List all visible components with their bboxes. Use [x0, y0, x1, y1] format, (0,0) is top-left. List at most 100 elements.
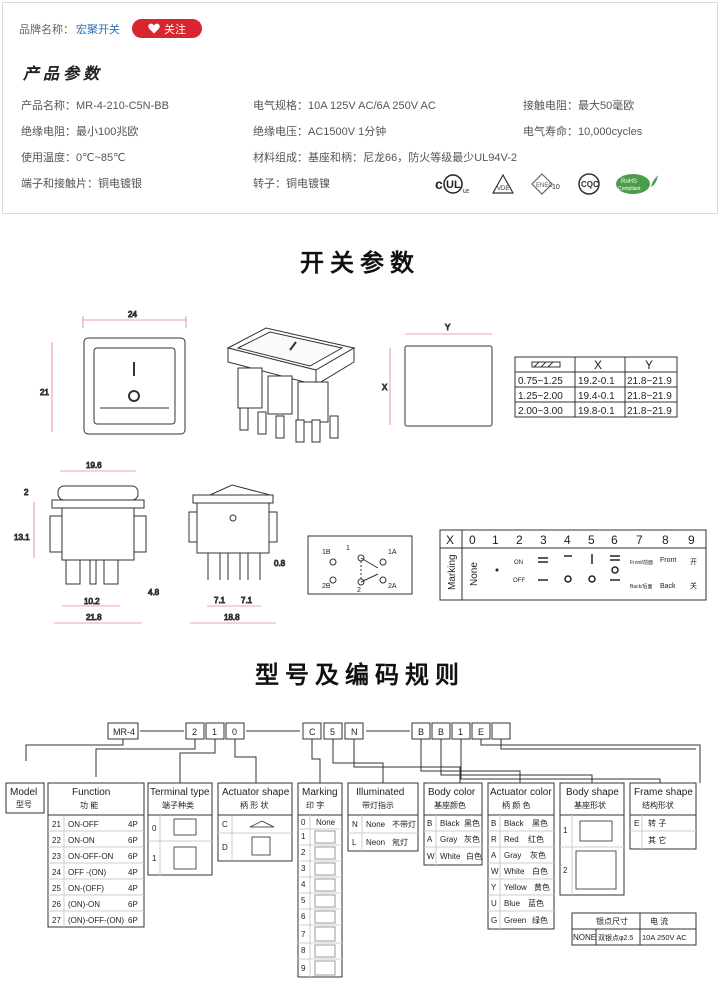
code-box: E: [478, 727, 484, 737]
body-color-code: A: [427, 835, 433, 844]
svg-text:Compliant: Compliant: [618, 186, 641, 192]
illuminated-cn: 带灯指示: [362, 800, 394, 810]
dim-7-1b: 7.1: [241, 596, 253, 605]
marking-code: 6: [301, 912, 306, 921]
function-cn: 功 能: [80, 800, 98, 810]
dim-2: 2: [24, 488, 29, 497]
marking-code: 4: [301, 880, 306, 889]
svg-text:ENEC: ENEC: [536, 183, 553, 189]
marking-col: 6: [611, 533, 618, 547]
body-color-name: Gray: [440, 835, 457, 844]
pin-2b: 2B: [322, 583, 331, 590]
illuminated-code: L: [352, 838, 357, 847]
marking-front: Front: [660, 557, 676, 564]
terminal-0-icon: [173, 818, 197, 836]
marking-off: OFF: [513, 578, 525, 584]
contact-table: 银点尺寸 电 流 NONE 双银点φ2.5 10A 250V AC: [571, 912, 697, 946]
terminal-code: 1: [152, 854, 157, 863]
function-poles: 6P: [128, 900, 138, 909]
actuator-color-cn-name: 黑色: [532, 818, 548, 828]
actuator-shape-code: C: [222, 820, 228, 829]
code-box: B: [438, 727, 444, 737]
actuator-color-cn-name: 蓝色: [528, 898, 544, 908]
function-code: 22: [52, 836, 61, 845]
brand-row: 品牌名称： 宏聚开关 关注: [19, 19, 202, 38]
function-name: ON-OFF: [68, 820, 99, 829]
dim-Y: Y: [445, 323, 451, 332]
dim-4-8: 4.8: [148, 588, 160, 597]
function-code: 26: [52, 900, 61, 909]
marking-code: 2: [301, 848, 306, 857]
panel-cutout: Y X: [382, 323, 493, 427]
illuminated-title: Illuminated: [356, 787, 404, 798]
function-poles: 4P: [128, 884, 138, 893]
marking-code: 7: [301, 930, 306, 939]
code-box: MR-4: [113, 727, 135, 737]
function-code: 23: [52, 852, 61, 861]
actuator-color-code: U: [491, 899, 497, 908]
actuator-color-cn-name: 白色: [532, 866, 548, 876]
marking-back-cn: Back/后面: [630, 583, 653, 590]
body-color-title: Body color: [428, 787, 476, 798]
marking-none: None: [469, 562, 480, 586]
code-box: 5: [330, 727, 335, 737]
actuator-color-title: Actuator color: [490, 787, 552, 798]
marking-table: X 0 1 2 3 4 5 6 7 8 9 Marking None ON OF…: [439, 529, 707, 601]
table-cell: 21.8~21.9: [627, 406, 672, 417]
marking-title: Marking: [302, 787, 338, 798]
illuminated-cn-name: 氖灯: [392, 837, 408, 847]
technical-drawing: 24 21 Y X: [14, 310, 707, 624]
follow-button[interactable]: 关注: [132, 19, 202, 38]
svg-text:us: us: [463, 188, 469, 195]
function-poles: 6P: [128, 916, 138, 925]
terminal-code: 0: [152, 824, 157, 833]
param-temperature: 使用温度：0℃~85℃: [21, 152, 126, 164]
terminal-title: Terminal type: [150, 787, 210, 798]
pin-2a: 2A: [388, 583, 397, 590]
marking-code: 9: [301, 964, 306, 973]
side-view: 19.6 2 13.1 4.8 10.2 21.8: [14, 461, 160, 624]
function-poles: 6P: [128, 836, 138, 845]
actuator-color-cn-name: 灰色: [530, 850, 546, 860]
brand-link[interactable]: 宏聚开关: [76, 23, 120, 36]
brand-label: 品牌名称：: [19, 23, 74, 36]
rohs-cert-icon: RoHS Compliant: [616, 174, 658, 194]
actuator-color-code: G: [491, 916, 497, 925]
dim-18-8: 18.8: [224, 613, 240, 622]
table-cell: 19.4-0.1: [578, 391, 615, 402]
body-shape-title: Body shape: [566, 787, 619, 798]
table-cell: 21.8~21.9: [627, 391, 672, 402]
function-name: (ON)-OFF-(ON): [68, 916, 124, 925]
function-code: 27: [52, 916, 61, 925]
body-shape-column: Body shape 基座形状 1 2: [559, 782, 625, 896]
contact-cell-2: 双银点φ2.5: [598, 933, 633, 942]
actuator-shape-cn: 柄 形 状: [240, 800, 268, 810]
svg-text:c: c: [435, 176, 443, 192]
param-electrical-life: 电气寿命：10,000cycles: [523, 126, 643, 138]
circuit-diagram: 1B 1 1A 2B 2 2A: [307, 535, 413, 595]
marking-none-label: None: [316, 818, 336, 827]
dim-X: X: [382, 383, 388, 392]
body-color-cn-name: 黑色: [464, 818, 480, 828]
actuator-color-code: R: [491, 835, 497, 844]
body-color-name: Black: [440, 819, 461, 828]
model-column: Model 型号: [5, 782, 45, 814]
code-box: 1: [212, 727, 217, 737]
function-name: ON-OFF-ON: [68, 852, 114, 861]
contact-cell-1: NONE: [573, 933, 596, 942]
svg-text:RoHS: RoHS: [621, 179, 637, 185]
param-product-name: 产品名称：MR-4-210-C5N-BB: [21, 100, 169, 112]
actuator-shape-title: Actuator shape: [222, 787, 290, 798]
dim-24: 24: [128, 310, 137, 319]
marking-code: 8: [301, 946, 306, 955]
actuator-color-code: A: [491, 851, 497, 860]
dim-10-2: 10.2: [84, 597, 100, 606]
marking-col: 9: [688, 533, 695, 547]
terminal-column: Terminal type 端子种类 0 1: [147, 782, 213, 876]
pin-2: 2: [357, 587, 361, 594]
marking-col: 4: [564, 533, 571, 547]
actuator-color-code: W: [491, 867, 499, 876]
frame-shape-cn: 结构形状: [642, 800, 674, 810]
